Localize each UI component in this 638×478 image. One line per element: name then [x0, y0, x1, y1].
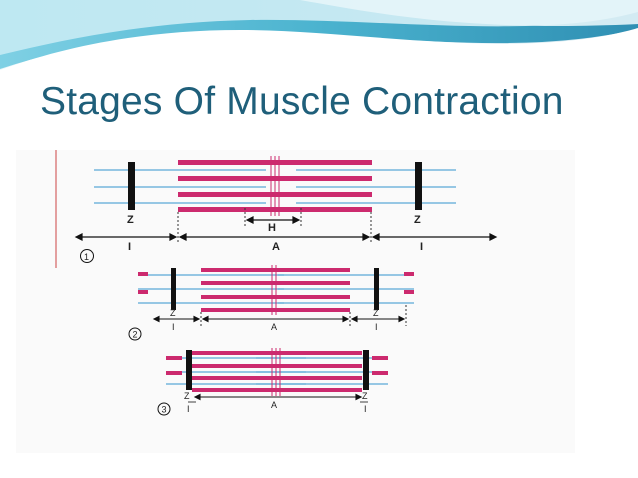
z-label-right: Z: [414, 214, 421, 226]
i-band-label-left: I: [128, 241, 131, 253]
i-band-label-right: I: [375, 322, 378, 332]
z-label-right: Z: [362, 391, 368, 401]
stage-number: 3: [162, 405, 167, 415]
h-band-label: H: [268, 222, 276, 234]
slide-title: Stages Of Muscle Contraction: [40, 80, 564, 123]
z-label-left: Z: [170, 308, 176, 318]
stage-number: 2: [133, 330, 138, 340]
m-line: [271, 348, 281, 396]
stage-number: 1: [84, 252, 89, 262]
i-band-label-left: I: [172, 322, 175, 332]
a-band-label: A: [271, 322, 277, 332]
band-arrows: [152, 315, 406, 323]
m-line: [270, 156, 280, 216]
z-line-left: [128, 162, 135, 210]
i-band-label-left: I: [187, 404, 190, 414]
i-band-label-right: I: [364, 404, 367, 414]
z-label-left: Z: [127, 214, 134, 226]
thick-filaments: [166, 351, 388, 392]
stage-number-circle: [80, 249, 94, 263]
stage-number-circle: [157, 402, 171, 416]
stage-3: Z Z I A I 3: [157, 348, 388, 416]
z-line-right: [363, 350, 369, 390]
thin-filaments: [138, 274, 414, 304]
guide-lines: [200, 305, 407, 326]
h-band-arrow: [245, 216, 301, 224]
z-line-left: [171, 268, 176, 310]
z-line-right: [415, 162, 422, 210]
band-arrows: [74, 233, 498, 241]
sarcomere-diagram: Z Z H I A I 1: [55, 150, 498, 416]
z-line-right: [374, 268, 379, 310]
stage-number-circle: [128, 327, 142, 341]
stage-1: Z Z H I A I 1: [74, 156, 498, 263]
z-line-left: [186, 350, 192, 390]
m-line: [271, 265, 277, 315]
a-band-label: A: [272, 241, 280, 253]
a-band-label: A: [271, 400, 277, 410]
stage-2: Z Z I A I 2: [128, 265, 414, 341]
z-label-right: Z: [373, 308, 379, 318]
sarcomere-figure: Z Z H I A I 1: [16, 150, 575, 453]
i-band-label-right: I: [420, 241, 423, 253]
thin-filaments: [166, 357, 388, 385]
thin-filaments: [94, 169, 456, 204]
guide-lines: [177, 208, 372, 242]
z-label-left: Z: [184, 391, 190, 401]
band-arrows: [193, 393, 363, 401]
header-wave-decoration: [0, 0, 638, 71]
